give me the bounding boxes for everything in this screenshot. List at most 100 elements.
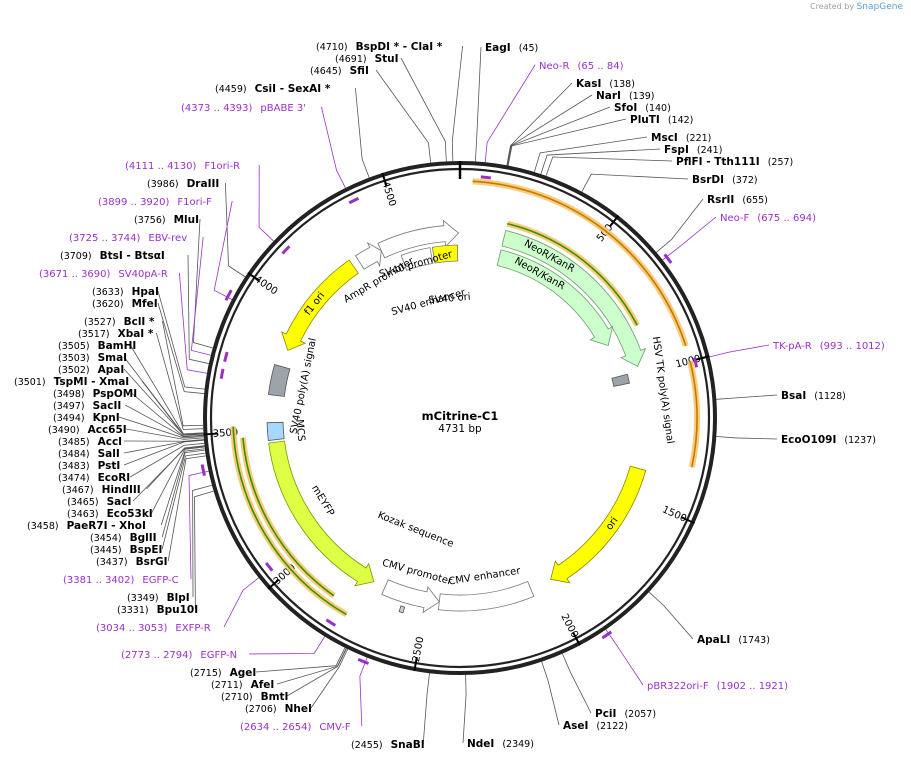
feature-sv40-promoter[interactable] [377, 219, 460, 259]
primer-label[interactable]: (4373 .. 4393)pBABE 3' [181, 103, 346, 189]
enzyme-site-label[interactable]: EagI(45) [474, 42, 538, 162]
primer-label[interactable]: (4111 .. 4130)F1ori-R [125, 161, 274, 242]
enzyme-site-label[interactable]: MscI(221) [533, 132, 711, 173]
enzyme-site-label[interactable]: (4710)BspDI * - ClaI * [316, 41, 463, 162]
primer-label[interactable]: (2634 .. 2654)CMV-F [240, 657, 368, 733]
enzyme-site-label[interactable]: (3756)MluI [134, 214, 213, 349]
enzyme-site-label[interactable]: BsrDI(372) [581, 173, 758, 192]
enzyme-site-label[interactable]: PflFI - Tth111I(257) [545, 156, 793, 176]
enzyme-site-label[interactable]: (3709)BtsI - BtsαI [60, 250, 209, 364]
primer-label[interactable]: Neo-F(675 .. 694) [662, 213, 816, 261]
primer-f1ori-r[interactable] [281, 245, 291, 255]
enzyme-site-label[interactable]: (2710)BmtI [221, 648, 347, 703]
enzyme-site-label[interactable]: BsaI(1128) [716, 390, 846, 402]
enzyme-site-label[interactable]: (3517)XbaI * [78, 328, 204, 430]
enzyme-site-label[interactable]: KasI(138) [506, 78, 635, 166]
enzyme-site-label[interactable]: SfoI(140) [507, 102, 671, 166]
feature-sv40-enhancer[interactable] [400, 247, 434, 271]
orf-line [242, 437, 335, 597]
feature-cmv-enhancer[interactable] [437, 581, 535, 612]
primer-pbabe-3-[interactable] [348, 196, 360, 205]
site-position: (2349) [502, 739, 534, 750]
primer-neo-r[interactable] [480, 175, 491, 180]
primer-label[interactable]: (3034 .. 3053)EXFP-R [96, 577, 259, 634]
enzyme-site-label[interactable]: RsrII(655) [656, 194, 768, 253]
feature-ampr-promoter[interactable] [354, 241, 382, 270]
primer-label[interactable]: Neo-R(65 .. 84) [484, 61, 624, 163]
primer-tk-pa-r[interactable] [692, 357, 699, 368]
enzyme-site-label[interactable]: ApaLI(1743) [648, 591, 770, 646]
enzyme-site-label[interactable]: (3633)HpaI [92, 286, 205, 390]
feature-cmv-promoter[interactable] [381, 579, 440, 614]
primer-cmv-f[interactable] [357, 658, 370, 665]
enzyme-site-label[interactable]: (3494)KpnI [53, 412, 204, 439]
primer-sv40pa-r[interactable] [219, 368, 225, 379]
primer-label[interactable]: (2773 .. 2794)EGFP-N [121, 636, 326, 661]
primer-neo-f[interactable] [663, 253, 673, 264]
site-text: (3498)PspOMI [53, 388, 137, 400]
primer-egfp-c[interactable] [200, 464, 206, 477]
enzyme-site-label[interactable]: (4459)CsiI - SexAI * [215, 83, 370, 178]
primer-egfp-n[interactable] [325, 618, 337, 627]
primer-f1ori-f[interactable] [224, 289, 233, 301]
enzyme-site-label[interactable]: FspI(241) [540, 144, 723, 175]
enzyme-site-label[interactable]: (4645)SfiI [310, 65, 432, 163]
site-text: (3483)PstI [58, 460, 120, 472]
feature-meyfp[interactable] [268, 440, 375, 587]
primer-exfp-r[interactable] [264, 561, 274, 572]
enzyme-site-label[interactable]: (3445)BspEI [90, 452, 206, 556]
enzyme-site-label[interactable]: (3465)SacI [67, 445, 205, 508]
enzyme-site-label[interactable]: AseI(2122) [541, 661, 628, 732]
enzyme-site-label[interactable]: (3463)Eco53kI [67, 446, 205, 520]
site-text: Neo-R(65 .. 84) [539, 61, 624, 72]
enzyme-site-label[interactable]: (3490)Acc65I [48, 424, 204, 440]
feature-kozak-sequence[interactable] [398, 605, 406, 614]
primer-label[interactable]: (3899 .. 3920)F1ori-F [98, 197, 233, 300]
enzyme-site-label[interactable]: NdeI(2349) [462, 674, 534, 750]
enzyme-site-label[interactable]: (3349)BlpI [127, 484, 213, 604]
primer-label[interactable]: (3671 .. 3690)SV40pA-R [39, 269, 207, 374]
enzyme-site-label[interactable]: (3474)EcoRI [58, 442, 205, 484]
primer-label[interactable]: (3725 .. 3744)EBV-rev [69, 233, 211, 356]
enzyme-site-label[interactable]: (3527)BclI * [84, 316, 204, 427]
enzyme-site-label[interactable]: PciI(2057) [562, 653, 656, 720]
enzyme-site-label[interactable]: (3467)HindIII [62, 445, 205, 496]
feature-ori[interactable] [550, 465, 647, 584]
feature-neor-kanr[interactable] [496, 249, 614, 346]
feature-mcs[interactable] [266, 421, 285, 442]
primer-label[interactable]: TK-pA-R(993 .. 1012) [709, 341, 885, 358]
enzyme-site-label[interactable]: (3483)PstI [58, 439, 204, 472]
enzyme-site-label[interactable]: (2455)SnaBI [351, 673, 430, 751]
feature-sv40-poly-a-signal[interactable] [267, 363, 291, 397]
primer-label[interactable]: (3381 .. 3402)EGFP-C [63, 470, 209, 586]
enzyme-site-label[interactable]: (2715)AgeI [190, 647, 346, 679]
enzyme-site-label[interactable]: (2706)NheI [245, 648, 349, 715]
feature-hsv-tk-poly-a-signal[interactable] [611, 373, 630, 387]
enzyme-site-label[interactable]: (3986)DraIII [147, 178, 246, 278]
primer-ebv-rev[interactable] [223, 351, 229, 363]
site-position: (3474) [58, 473, 90, 484]
enzyme-site-label[interactable]: (3331)Bpu10I [117, 490, 214, 616]
enzyme-site-label[interactable]: (3497)SacII [53, 400, 204, 438]
feature-f1-ori[interactable] [281, 259, 359, 351]
enzyme-site-label[interactable]: (3505)BamHI [58, 340, 204, 435]
site-text: TK-pA-R(993 .. 1012) [772, 341, 885, 352]
enzyme-site-label[interactable]: (3458)PaeR7I - XhoI [27, 448, 205, 532]
site-text: (3485)AccI [58, 436, 122, 448]
enzyme-site-label[interactable]: EcoO109I(1237) [716, 434, 876, 446]
enzyme-site-label[interactable]: NarI(139) [506, 90, 655, 166]
feature-sv40-ori[interactable] [431, 244, 459, 264]
feature-label: MCS [294, 419, 307, 442]
feature-neor-kanr[interactable] [501, 230, 647, 367]
primer-pbr322ori-f[interactable] [601, 630, 613, 640]
enzyme-site-label[interactable]: (3620)MfeI [92, 298, 205, 394]
site-name: TK-pA-R [772, 341, 812, 352]
site-position: (2455) [351, 740, 383, 751]
leader-line [132, 445, 205, 502]
site-position: (142) [668, 115, 694, 126]
primer-label[interactable]: pBR322ori-F(1902 .. 1921) [605, 629, 788, 692]
enzyme-site-label[interactable]: (3454)BglII [90, 449, 206, 544]
enzyme-site-label[interactable]: (3437)BsrGI [96, 455, 206, 568]
enzyme-site-label[interactable]: (3501)TspMI - XmaI [14, 376, 204, 436]
enzyme-site-label[interactable]: (4691)StuI [335, 53, 447, 162]
